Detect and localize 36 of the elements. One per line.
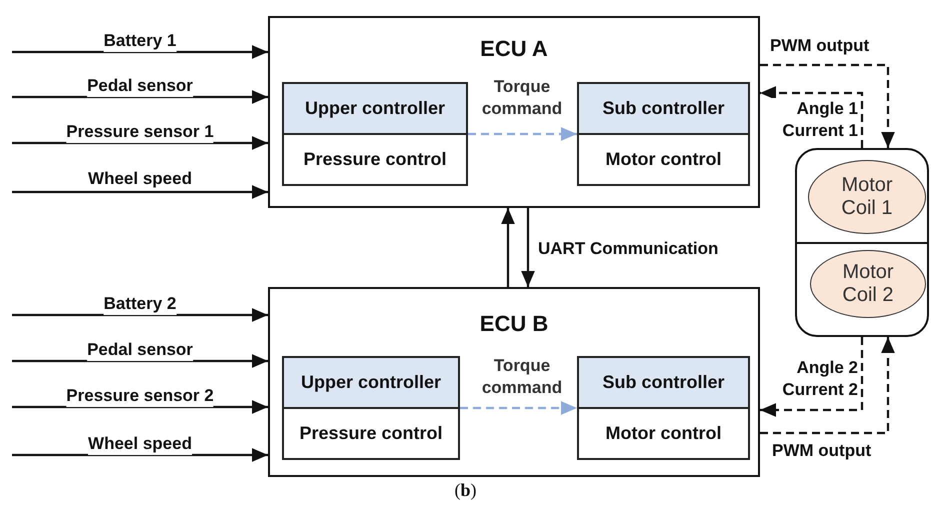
ecu-box [268, 287, 760, 477]
dashed-arrow [760, 337, 895, 434]
dashed-arrow [460, 401, 577, 415]
arrow [12, 354, 268, 368]
controller-function: Pressure control [298, 422, 444, 445]
dashed-arrow [760, 86, 864, 148]
ecu-box [268, 16, 760, 208]
ecu-title: ECU B [478, 311, 550, 337]
arrow [12, 448, 268, 462]
controller-box [282, 356, 460, 460]
controller-function: Pressure control [302, 148, 448, 171]
arrow [12, 45, 268, 59]
motor-unit-box [795, 148, 929, 337]
controller-box [577, 82, 750, 186]
arrow [521, 208, 535, 287]
coil-ellipse: Motor Coil 2 [810, 250, 926, 318]
arrow [12, 136, 268, 150]
arrow [12, 400, 268, 414]
arrow [12, 308, 268, 322]
controller-function: Motor control [604, 422, 722, 445]
controller-title: Upper controller [284, 358, 458, 409]
dashed-arrow [468, 127, 577, 141]
caption: (b) [454, 480, 476, 501]
coil-ellipse: Motor Coil 1 [808, 160, 926, 234]
controller-title: Sub controller [579, 358, 748, 409]
controller-title: Upper controller [284, 84, 466, 135]
arrow [12, 90, 268, 104]
arrow [501, 208, 515, 287]
dashed-arrow [760, 337, 864, 417]
controller-box [577, 356, 750, 460]
dashed-arrow [760, 64, 895, 148]
controller-box [282, 82, 468, 186]
controller-function: Motor control [604, 148, 722, 171]
controller-title: Sub controller [579, 84, 748, 135]
ecu-title: ECU A [479, 36, 549, 62]
arrow [12, 185, 268, 199]
